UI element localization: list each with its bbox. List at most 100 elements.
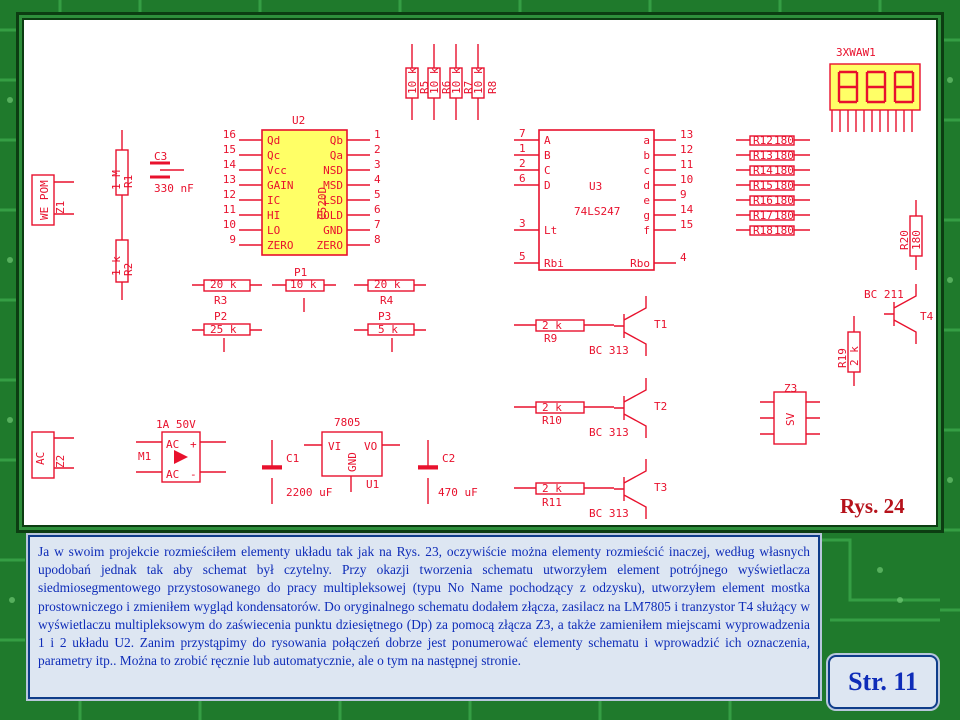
u3-pin-label: Rbi (544, 257, 564, 270)
r7-value: 10 k (450, 67, 463, 94)
u2-pin-label: MSD (323, 179, 343, 192)
u3-pin-number: 6 (519, 172, 526, 185)
p2-ref: P2 (214, 310, 227, 323)
p1-ref: P1 (294, 266, 307, 279)
r5-value: 10 k (406, 67, 419, 94)
r20-value: 180 (910, 230, 923, 250)
segment-resistor-value: 180 (774, 209, 794, 222)
u2-pin-number: 1 (374, 128, 381, 141)
description-text: Ja w swoim projekcie rozmieściłem elemen… (38, 544, 810, 669)
z3-ref: Z3 (784, 382, 797, 395)
u3-pin-label: a (643, 134, 650, 147)
bridge-ref: M1 (138, 450, 151, 463)
bridge-plus: + (190, 438, 197, 451)
r7-ref: R7 (462, 81, 475, 94)
t4-ref: T4 (920, 310, 934, 323)
u2-pin-label: Qb (330, 134, 343, 147)
u2-pin-number: 6 (374, 203, 381, 216)
u2-pin-number: 15 (223, 143, 236, 156)
u3-pin-number: 12 (680, 143, 693, 156)
segment-resistor-value: 180 (774, 134, 794, 147)
u2-pin-number: 3 (374, 158, 381, 171)
r2-value: 1 k (110, 256, 123, 276)
segment-resistor-value: 180 (774, 179, 794, 192)
u2-pin-label: IC (267, 194, 280, 207)
display-name: 3XWAW1 (836, 46, 876, 59)
u2-name: U2 (292, 114, 305, 127)
u3-pin-number: 10 (680, 173, 693, 186)
u3-pin-number: 7 (519, 127, 526, 140)
r2-ref: R2 (122, 263, 135, 276)
r1-ref: R1 (122, 175, 135, 188)
u2-pin-number: 2 (374, 143, 381, 156)
z3-connector (773, 391, 807, 445)
u2-pin-label: HI (267, 209, 280, 222)
r6-ref: R6 (440, 81, 453, 94)
p3-ref: P3 (378, 310, 391, 323)
bridge-minus: - (190, 468, 197, 481)
u2-pin-number: 13 (223, 173, 236, 186)
u3-pin-label: g (643, 209, 650, 222)
r9-value: 2 k (542, 319, 562, 332)
r11-ref: R11 (542, 496, 562, 509)
c2-value: 470 uF (438, 486, 478, 499)
r4-value: 20 k (374, 278, 401, 291)
segment-resistor-ref: R15 (753, 179, 773, 192)
u2-pin-number: 16 (223, 128, 236, 141)
c1-value: 2200 uF (286, 486, 332, 499)
segment-resistor-ref: R17 (753, 209, 773, 222)
t1-ref: T1 (654, 318, 667, 331)
regulator-ref: U1 (366, 478, 379, 491)
r20-ref: R20 (898, 230, 911, 250)
regulator-vo: VO (364, 440, 377, 453)
u2-pin-label: Vcc (267, 164, 287, 177)
u3-pin-number: 4 (680, 251, 687, 264)
schematic-panel: U2 C520D U3 74LS247 3XWAW1 C3 330 nF C1 … (22, 18, 938, 527)
u2-pin-label: GAIN (267, 179, 294, 192)
z1-ref: Z1 (54, 201, 67, 214)
c3-ref: C3 (154, 150, 167, 163)
z3-label: SV (784, 412, 797, 426)
circuit-schematic: U2 C520D U3 74LS247 3XWAW1 C3 330 nF C1 … (31, 44, 934, 520)
c2-ref: C2 (442, 452, 455, 465)
u3-pin-label: A (544, 134, 551, 147)
r9-ref: R9 (544, 332, 557, 345)
u2-pin-number: 10 (223, 218, 236, 231)
u2-pin-number: 14 (223, 158, 237, 171)
u3-pin-label: b (643, 149, 650, 162)
u2-pin-number: 5 (374, 188, 381, 201)
r19-ref: R19 (836, 348, 849, 368)
u3-pin-label: f (643, 224, 650, 237)
r3-value: 20 k (210, 278, 237, 291)
u2-chip-body (261, 129, 348, 256)
z1-connector (31, 174, 55, 226)
c1-ref: C1 (286, 452, 299, 465)
u3-pin-number: 3 (519, 217, 526, 230)
description-panel: Ja w swoim projekcie rozmieściłem elemen… (28, 535, 820, 699)
segment-resistor-value: 180 (774, 149, 794, 162)
u3-pin-label: Rbo (630, 257, 650, 270)
bridge-rating: 1A 50V (156, 418, 196, 431)
u2-pin-number: 9 (229, 233, 236, 246)
u2-pin-label: Qc (267, 149, 280, 162)
regulator-gnd: GND (346, 452, 359, 472)
u2-pin-label: GND (323, 224, 343, 237)
segment-resistor-value: 180 (774, 164, 794, 177)
t3-type: BC 313 (589, 507, 629, 520)
r10-ref: R10 (542, 414, 562, 427)
u2-pin-label: HOLD (317, 209, 344, 222)
u1-regulator (321, 431, 383, 477)
p3-value: 5 k (378, 323, 398, 336)
z1-label: WE POM (38, 180, 51, 220)
segment-resistor-ref: R18 (753, 224, 773, 237)
segment-resistor-value: 180 (774, 224, 794, 237)
u3-pin-number: 14 (680, 203, 694, 216)
u2-pin-label: NSD (323, 164, 343, 177)
u2-pin-label: LO (267, 224, 280, 237)
r19-value: 2 k (848, 346, 861, 366)
u3-pin-number: 15 (680, 218, 693, 231)
u3-pin-label: c (643, 164, 650, 177)
p1-value: 10 k (290, 278, 317, 291)
figure-label: Rys. 24 (840, 494, 905, 518)
segment-resistor-ref: R16 (753, 194, 773, 207)
